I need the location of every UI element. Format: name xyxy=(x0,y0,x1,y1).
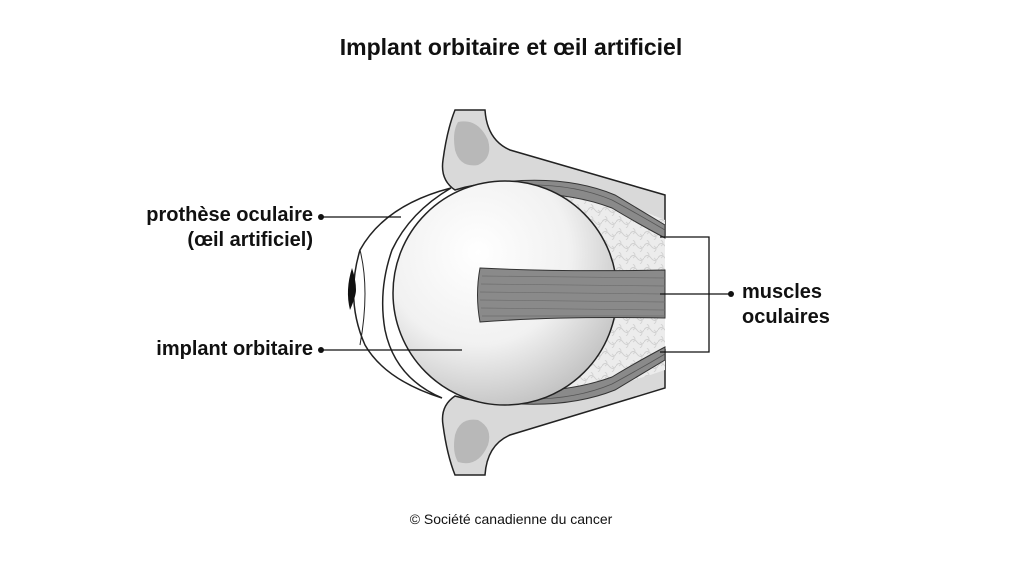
label-prosthesis: prothèse oculaire (œil artificiel) xyxy=(146,203,313,253)
diagram-title: Implant orbitaire et œil artificiel xyxy=(339,34,683,60)
label-implant: implant orbitaire xyxy=(156,337,313,362)
ocular-prosthesis xyxy=(347,187,452,399)
leader-line-implant xyxy=(318,347,462,353)
label-muscles: muscles oculaires xyxy=(742,280,830,330)
leader-line-prosthesis xyxy=(318,214,401,220)
label-muscles-line2: oculaires xyxy=(742,306,830,328)
muscles-bracket xyxy=(660,236,734,353)
label-prosthesis-line1: prothèse oculaire xyxy=(146,204,313,226)
label-implant-text: implant orbitaire xyxy=(156,338,313,360)
copyright-notice: © Société canadienne du cancer xyxy=(409,511,613,527)
label-muscles-line1: muscles xyxy=(742,281,823,303)
central-eye-muscle xyxy=(477,267,666,323)
label-prosthesis-line2: (œil artificiel) xyxy=(187,229,313,251)
